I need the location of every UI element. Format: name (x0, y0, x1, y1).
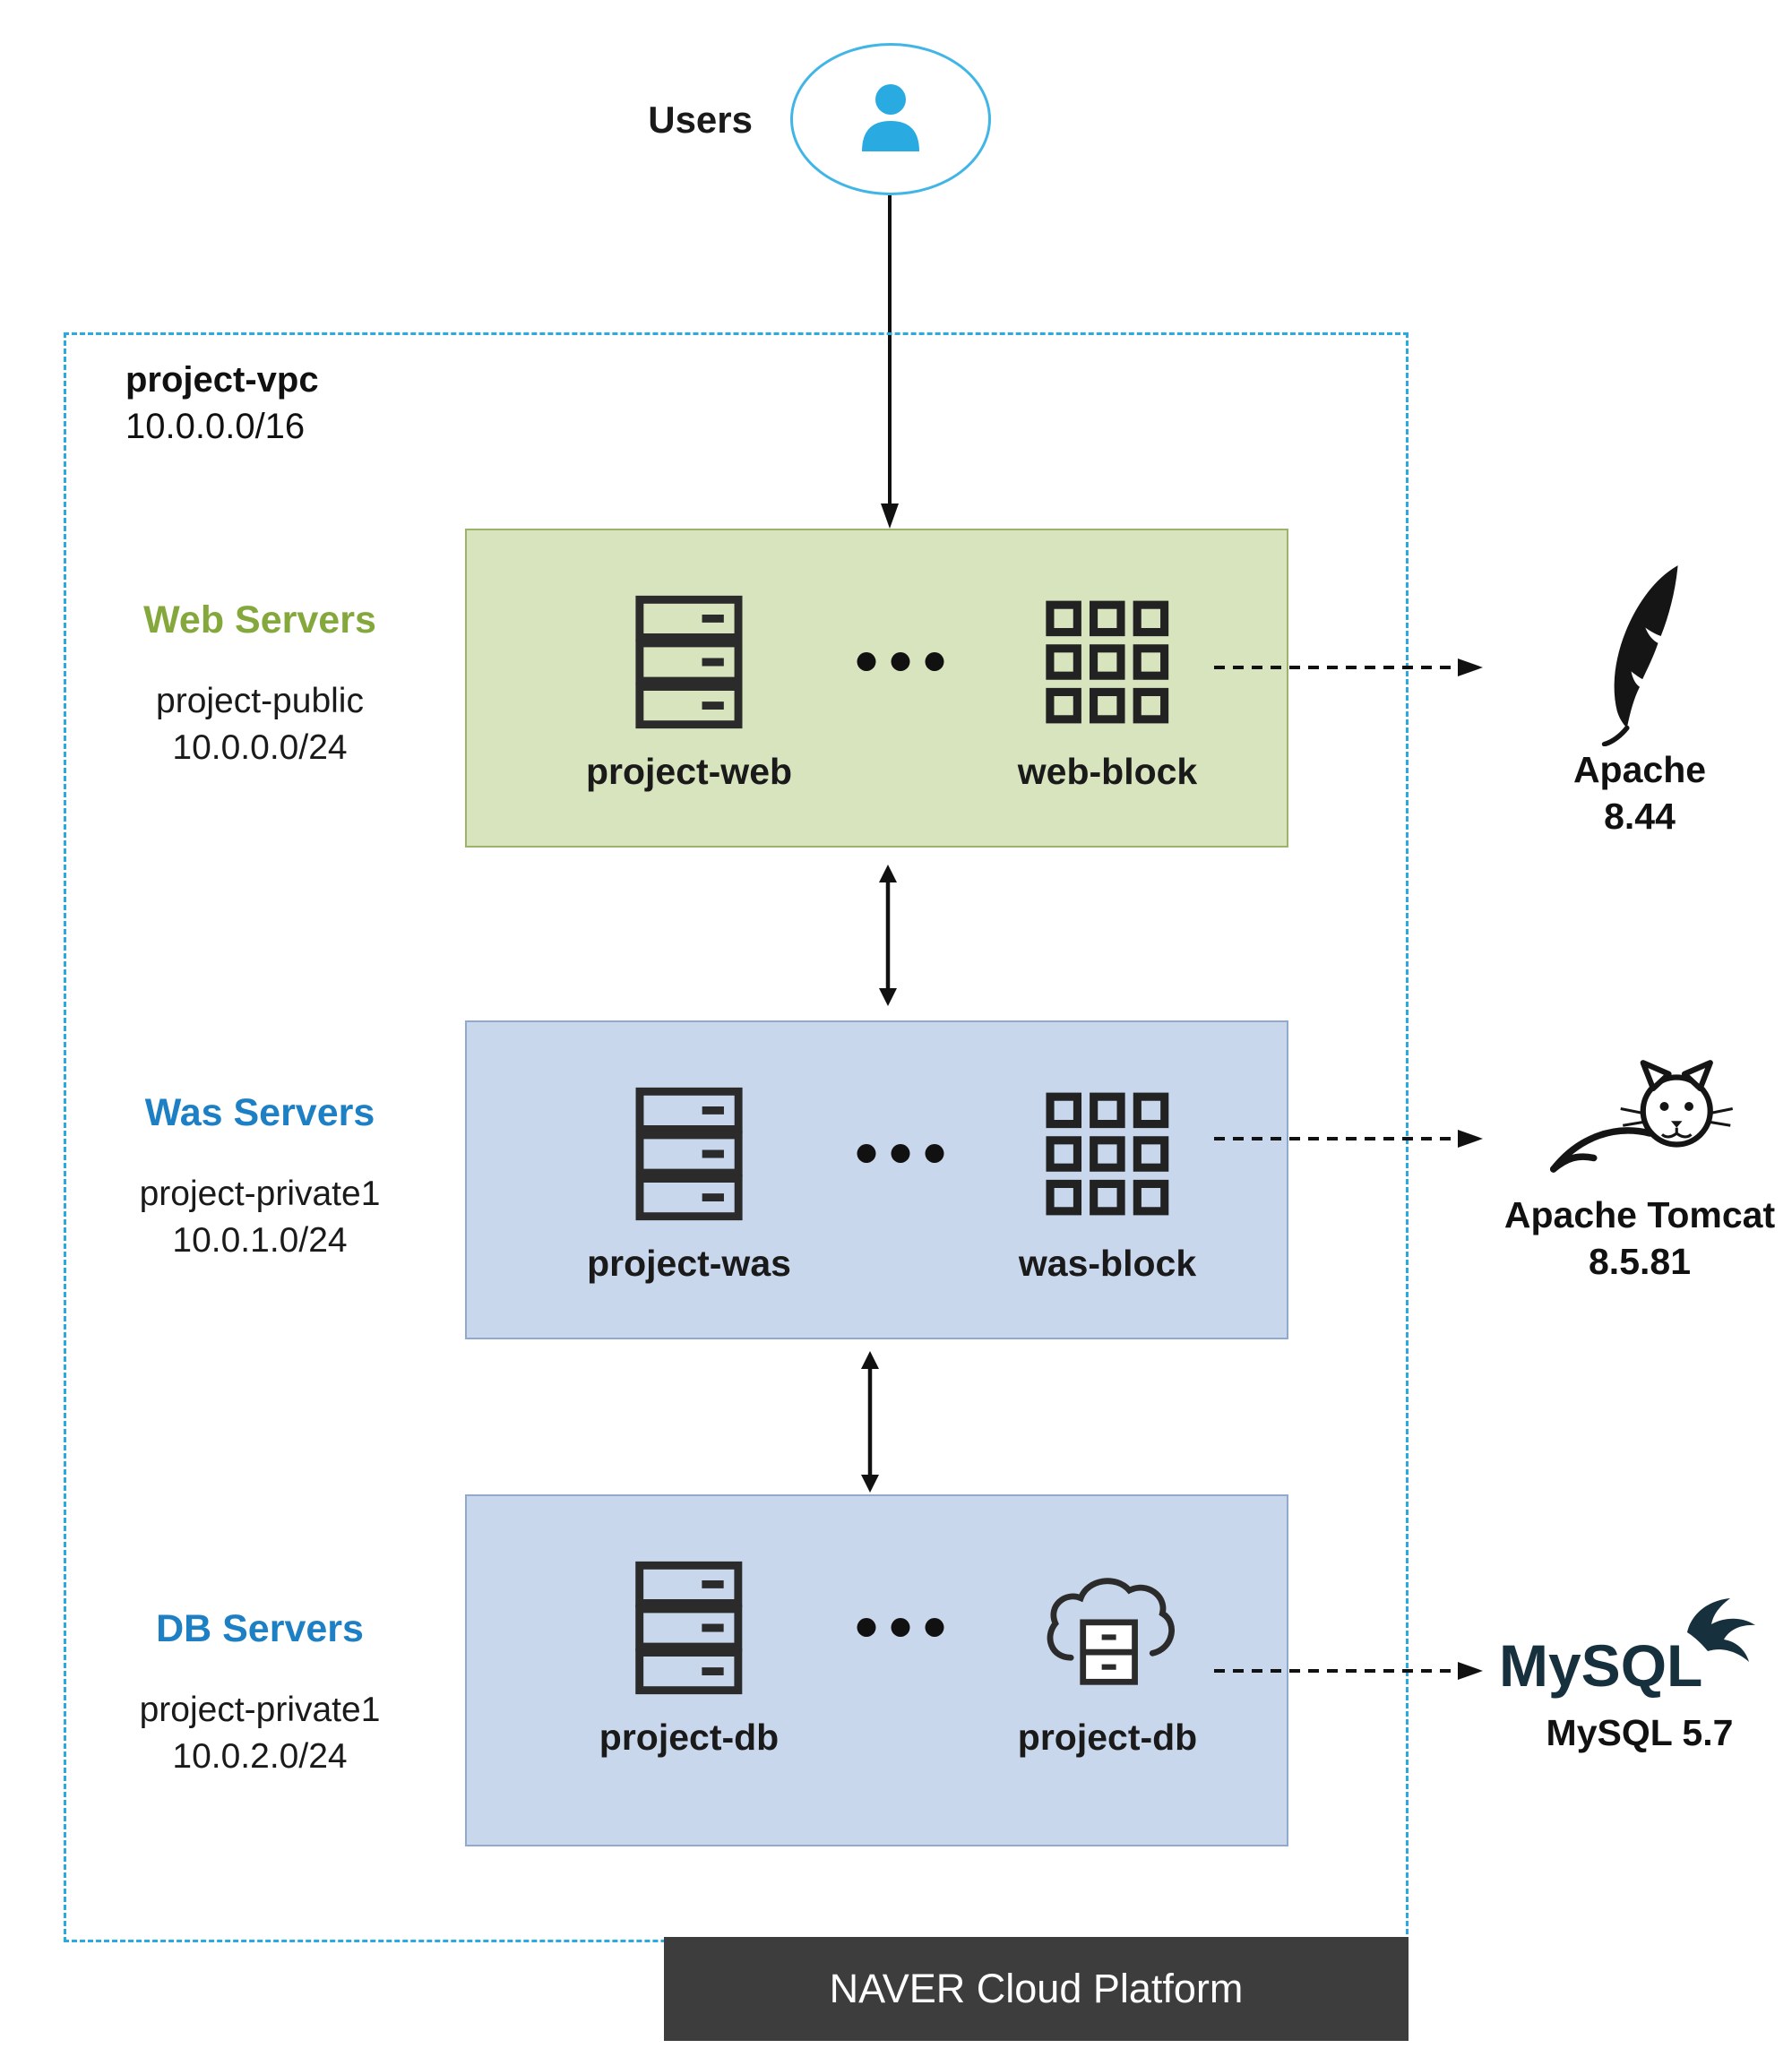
mysql-dolphin-icon (1687, 1598, 1755, 1662)
web-server-figure: project-web (586, 586, 792, 793)
db-cloud-label: project-db (1017, 1717, 1198, 1758)
ellipsis-icon (857, 652, 944, 671)
mysql-product: MySQL MySQL 5.7 (1443, 1593, 1792, 1756)
tomcat-product: Apache Tomcat 8.5.81 (1425, 1057, 1792, 1285)
tomcat-name: Apache Tomcat (1503, 1194, 1776, 1235)
ellipsis-icon (857, 1618, 944, 1637)
users-label: Users (648, 99, 753, 141)
web-tier-box: project-web web-block (465, 529, 1288, 848)
db-subnet-name: project-private1 (139, 1691, 381, 1729)
db-subnet-cidr: 10.0.2.0/24 (172, 1737, 348, 1776)
vpc-label: project-vpc 10.0.0.0/16 (125, 357, 319, 450)
was-tier-side-label: Was Servers project-private1 10.0.1.0/24 (81, 1091, 439, 1264)
vpc-name: project-vpc (125, 360, 319, 400)
was-to-tomcat-arrow (1214, 1125, 1483, 1157)
was-db-double-arrow (854, 1351, 886, 1497)
was-block-label: was-block (1018, 1243, 1197, 1284)
web-subnet-name: project-public (156, 682, 364, 720)
cloud-db-icon (1018, 1552, 1197, 1704)
web-server-label: project-web (585, 751, 793, 792)
was-tier-box: project-was was-block (465, 1020, 1288, 1339)
db-to-mysql-arrow (1214, 1657, 1483, 1689)
block-grid-icon (1019, 1078, 1196, 1230)
was-tier-title: Was Servers (144, 1091, 375, 1134)
mysql-logo: MySQL (1443, 1593, 1792, 1709)
block-grid-icon (1018, 586, 1197, 738)
db-server-label: project-db (599, 1717, 780, 1758)
server-rack-icon (587, 1078, 791, 1230)
tomcat-version: 8.5.81 (1589, 1241, 1691, 1282)
mysql-logo-text: MySQL (1499, 1632, 1702, 1699)
mysql-version: MySQL 5.7 (1546, 1712, 1734, 1753)
users-to-web-arrow (874, 195, 906, 533)
apache-name: Apache (1572, 749, 1707, 790)
web-to-apache-arrow (1214, 654, 1483, 685)
ellipsis-icon (857, 1144, 944, 1163)
web-block-figure: web-block (1018, 586, 1197, 793)
web-tier-title: Web Servers (143, 598, 376, 641)
vpc-cidr: 10.0.0.0/16 (125, 407, 306, 446)
apache-version: 8.44 (1604, 796, 1676, 837)
was-subnet-cidr: 10.0.1.0/24 (172, 1221, 348, 1260)
web-tier-side-label: Web Servers project-public 10.0.0.0/24 (81, 598, 439, 771)
web-block-label: web-block (1017, 751, 1198, 792)
users-circle (790, 43, 991, 195)
was-block-figure: was-block (1019, 1078, 1196, 1285)
was-subnet-name: project-private1 (139, 1175, 381, 1213)
footer-label: NAVER Cloud Platform (829, 1966, 1244, 2011)
apache-feather-icon (1452, 563, 1792, 746)
user-icon (846, 73, 935, 167)
apache-product: Apache 8.44 (1452, 563, 1792, 839)
db-cloud-figure: project-db (1018, 1552, 1197, 1759)
db-tier-side-label: DB Servers project-private1 10.0.2.0/24 (81, 1607, 439, 1780)
web-was-double-arrow (872, 865, 904, 1011)
footer-bar: NAVER Cloud Platform (664, 1937, 1409, 2041)
server-rack-icon (586, 586, 792, 738)
db-tier-box: project-db project-db (465, 1494, 1288, 1846)
web-subnet-cidr: 10.0.0.0/24 (172, 728, 348, 767)
was-server-figure: project-was (587, 1078, 791, 1285)
tomcat-cat-icon (1425, 1057, 1792, 1192)
server-rack-icon (599, 1552, 779, 1704)
was-server-label: project-was (587, 1243, 791, 1284)
db-tier-title: DB Servers (156, 1607, 364, 1650)
db-server-figure: project-db (599, 1552, 779, 1759)
